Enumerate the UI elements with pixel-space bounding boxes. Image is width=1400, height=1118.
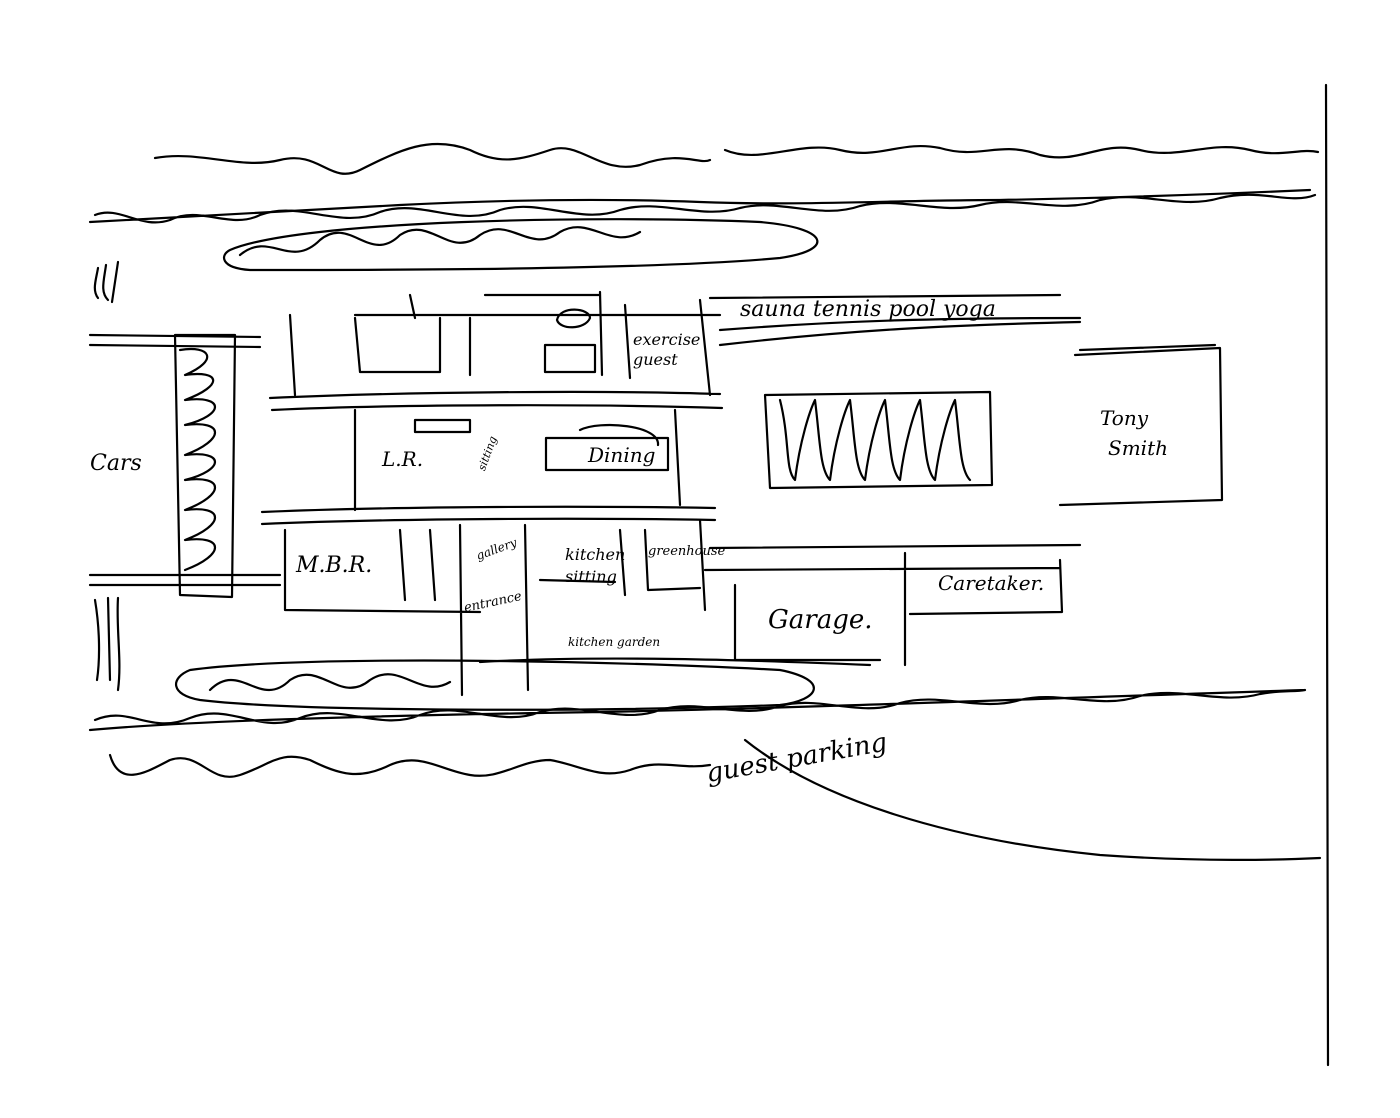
bottom-scribble-band (88, 688, 1307, 732)
label-sitting: sitting (475, 434, 499, 472)
label-gallery: gallery (474, 535, 519, 563)
label-guest: guest (633, 350, 678, 369)
label-entrance: entrance (463, 589, 524, 616)
upper-block (268, 290, 724, 412)
label-sauna-tennis-pool-yoga: sauna tennis pool yoga (740, 297, 996, 322)
left-lower-tree (93, 596, 121, 692)
garden-line (478, 657, 872, 667)
label-dining: Dining (587, 443, 655, 467)
label-garage: Garage. (768, 605, 873, 635)
middle-block (353, 408, 682, 512)
label-guest-parking: guest parking (704, 728, 889, 789)
top-pond-oval (222, 218, 819, 272)
label-kitchen-garden: kitchen garden (568, 635, 660, 649)
label-smith: Smith (1108, 436, 1168, 460)
label-caretaker: Caretaker. (938, 571, 1044, 595)
label-exercise: exercise (633, 330, 700, 349)
bottom-wave-line (108, 753, 712, 778)
label-greenhouse: greenhouse (648, 544, 726, 559)
top-wave-line (153, 142, 1320, 175)
tree-mark (93, 260, 120, 304)
label-cars: Cars (90, 451, 142, 476)
car-court (173, 333, 237, 599)
label-kitchen-sitting: sitting (565, 567, 617, 586)
lower-block (283, 518, 707, 697)
pool (763, 390, 994, 490)
lower-pond-oval (174, 659, 815, 711)
label-master-bedroom: M.B.R. (295, 553, 372, 578)
page-edge-line (1324, 83, 1330, 1067)
tony-smith-enclosure (1058, 343, 1224, 507)
middle-wall (260, 505, 717, 526)
garage-block (703, 543, 1082, 667)
guest-parking-curve (743, 738, 1322, 861)
left-lower-road (88, 573, 282, 587)
label-tony: Tony (1100, 406, 1149, 430)
top-path-line (708, 293, 1082, 347)
label-living-room: L.R. (381, 447, 423, 471)
label-kitchen: kitchen (565, 545, 625, 564)
top-scribble-band (88, 188, 1317, 224)
